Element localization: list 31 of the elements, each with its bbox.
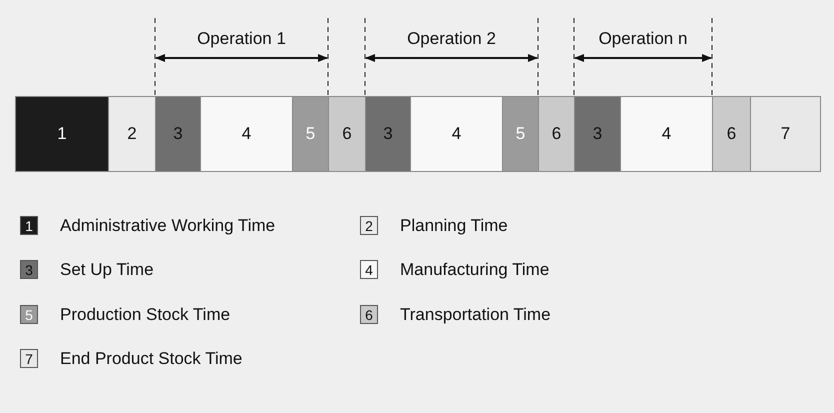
time-segment: 3	[155, 96, 201, 172]
legend-swatch: 1	[20, 216, 38, 235]
operation-label: Operation 1	[197, 29, 286, 49]
time-segment: 2	[108, 96, 156, 172]
legend-label: Production Stock Time	[60, 305, 230, 325]
time-segment: 6	[712, 96, 751, 172]
time-segment: 5	[502, 96, 539, 172]
legend-label: End Product Stock Time	[60, 349, 242, 369]
time-segment: 7	[750, 96, 821, 172]
operation-label: Operation n	[598, 29, 688, 49]
time-segment: 6	[328, 96, 366, 172]
time-segment: 4	[410, 96, 503, 172]
time-segment: 4	[200, 96, 293, 172]
legend-label: Manufacturing Time	[400, 260, 550, 280]
legend-swatch: 5	[20, 305, 38, 324]
legend-swatch: 3	[20, 260, 38, 279]
legend-label: Planning Time	[400, 216, 508, 236]
time-segment: 6	[538, 96, 575, 172]
legend-swatch: 6	[360, 305, 378, 324]
legend-swatch: 2	[360, 216, 378, 235]
time-segment: 4	[620, 96, 713, 172]
time-segment: 3	[574, 96, 621, 172]
legend-label: Administrative Working Time	[60, 216, 276, 236]
time-segment: 5	[292, 96, 329, 172]
legend-label: Set Up Time	[60, 260, 154, 280]
legend-swatch: 4	[360, 260, 378, 279]
operation-label: Operation 2	[407, 29, 496, 49]
legend-label: Transportation Time	[400, 305, 551, 325]
legend-swatch: 7	[20, 349, 38, 368]
time-segment: 1	[15, 96, 109, 172]
time-segment: 3	[365, 96, 411, 172]
